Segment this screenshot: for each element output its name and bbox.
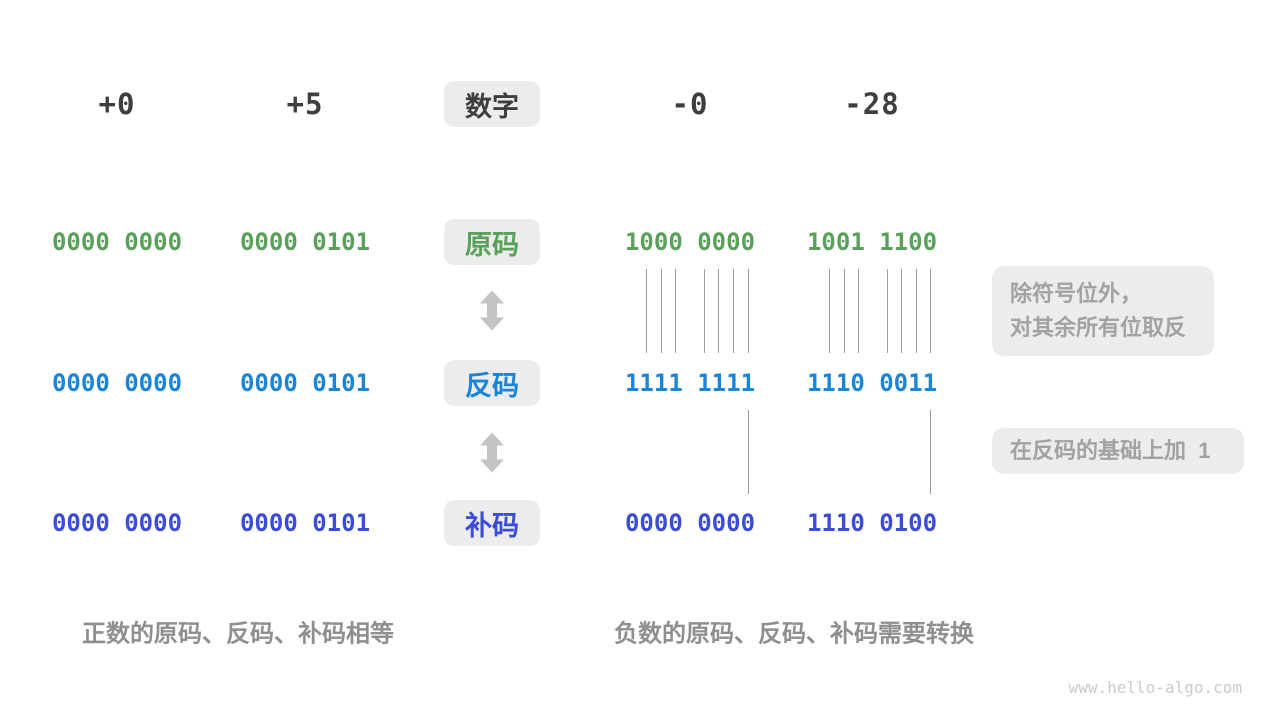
bit-connector-line — [901, 269, 902, 353]
website-watermark: www.hello-algo.com — [1068, 678, 1242, 697]
twos-complement-value: 0000 0000 — [51, 509, 183, 537]
bit-connector-line — [675, 269, 676, 353]
number-minus-twentyeight: -28 — [844, 87, 900, 121]
bit-connector-line — [930, 410, 931, 494]
bit-connector-line — [829, 269, 830, 353]
bit-connector-line — [646, 269, 647, 353]
twos-complement-value: 0000 0000 — [624, 509, 756, 537]
number-minus-zero: -0 — [671, 87, 709, 121]
updown-arrow-icon — [480, 290, 504, 336]
twos-complement-value: 1110 0100 — [806, 509, 938, 537]
twos-complement-value: 0000 0101 — [239, 509, 371, 537]
label-number: 数字 — [444, 81, 540, 127]
bit-connector-line — [858, 269, 859, 353]
sign-magnitude-value: 1001 1100 — [806, 228, 938, 256]
updown-arrow-icon — [480, 432, 504, 478]
ones-complement-value: 1111 1111 — [624, 369, 756, 397]
bit-connector-line — [748, 269, 749, 353]
ones-complement-value: 0000 0000 — [51, 369, 183, 397]
negative-numbers-caption: 负数的原码、反码、补码需要转换 — [614, 620, 974, 648]
sign-magnitude-value: 1000 0000 — [624, 228, 756, 256]
bit-connector-line — [930, 269, 931, 353]
invert-bits-note-line2: 对其余所有位取反 — [1010, 315, 1187, 340]
add-one-note-text: 在反码的基础上加 1 — [1010, 438, 1211, 463]
add-one-note: 在反码的基础上加 1 — [992, 428, 1244, 474]
bit-connector-line — [887, 269, 888, 353]
label-sign-magnitude: 原码 — [444, 219, 540, 265]
number-plus-five: +5 — [286, 87, 324, 121]
bit-connector-line — [733, 269, 734, 353]
invert-bits-note: 除符号位外， 对其余所有位取反 — [992, 266, 1214, 356]
number-plus-zero: +0 — [98, 87, 136, 121]
invert-bits-note-line1: 除符号位外， — [1010, 281, 1143, 306]
bit-connector-line — [704, 269, 705, 353]
bit-connector-line — [718, 269, 719, 353]
sign-magnitude-value: 0000 0101 — [239, 228, 371, 256]
bit-connector-line — [748, 410, 749, 494]
ones-complement-value: 0000 0101 — [239, 369, 371, 397]
bit-connector-line — [661, 269, 662, 353]
bit-connector-line — [916, 269, 917, 353]
label-twos-complement: 补码 — [444, 500, 540, 546]
sign-magnitude-value: 0000 0000 — [51, 228, 183, 256]
bit-connector-line — [844, 269, 845, 353]
label-ones-complement: 反码 — [444, 360, 540, 406]
ones-complement-value: 1110 0011 — [806, 369, 938, 397]
positive-numbers-caption: 正数的原码、反码、补码相等 — [82, 620, 394, 648]
